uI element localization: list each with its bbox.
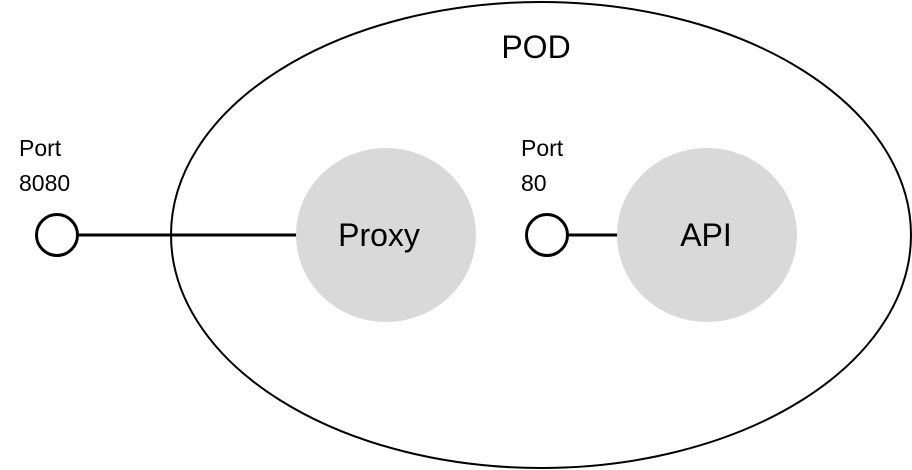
internal-port-label-line2: 80 [521, 170, 547, 196]
api-label: API [680, 217, 732, 253]
external-port-label-line2: 8080 [19, 170, 70, 196]
pod-label: POD [501, 29, 570, 65]
api-node [617, 148, 797, 322]
internal-port-circle [525, 213, 569, 257]
internal-port-label-line1: Port [521, 135, 564, 161]
proxy-label: Proxy [338, 217, 420, 253]
proxy-node [296, 148, 476, 322]
external-port-circle [35, 213, 79, 257]
external-port-label-line1: Port [19, 135, 62, 161]
